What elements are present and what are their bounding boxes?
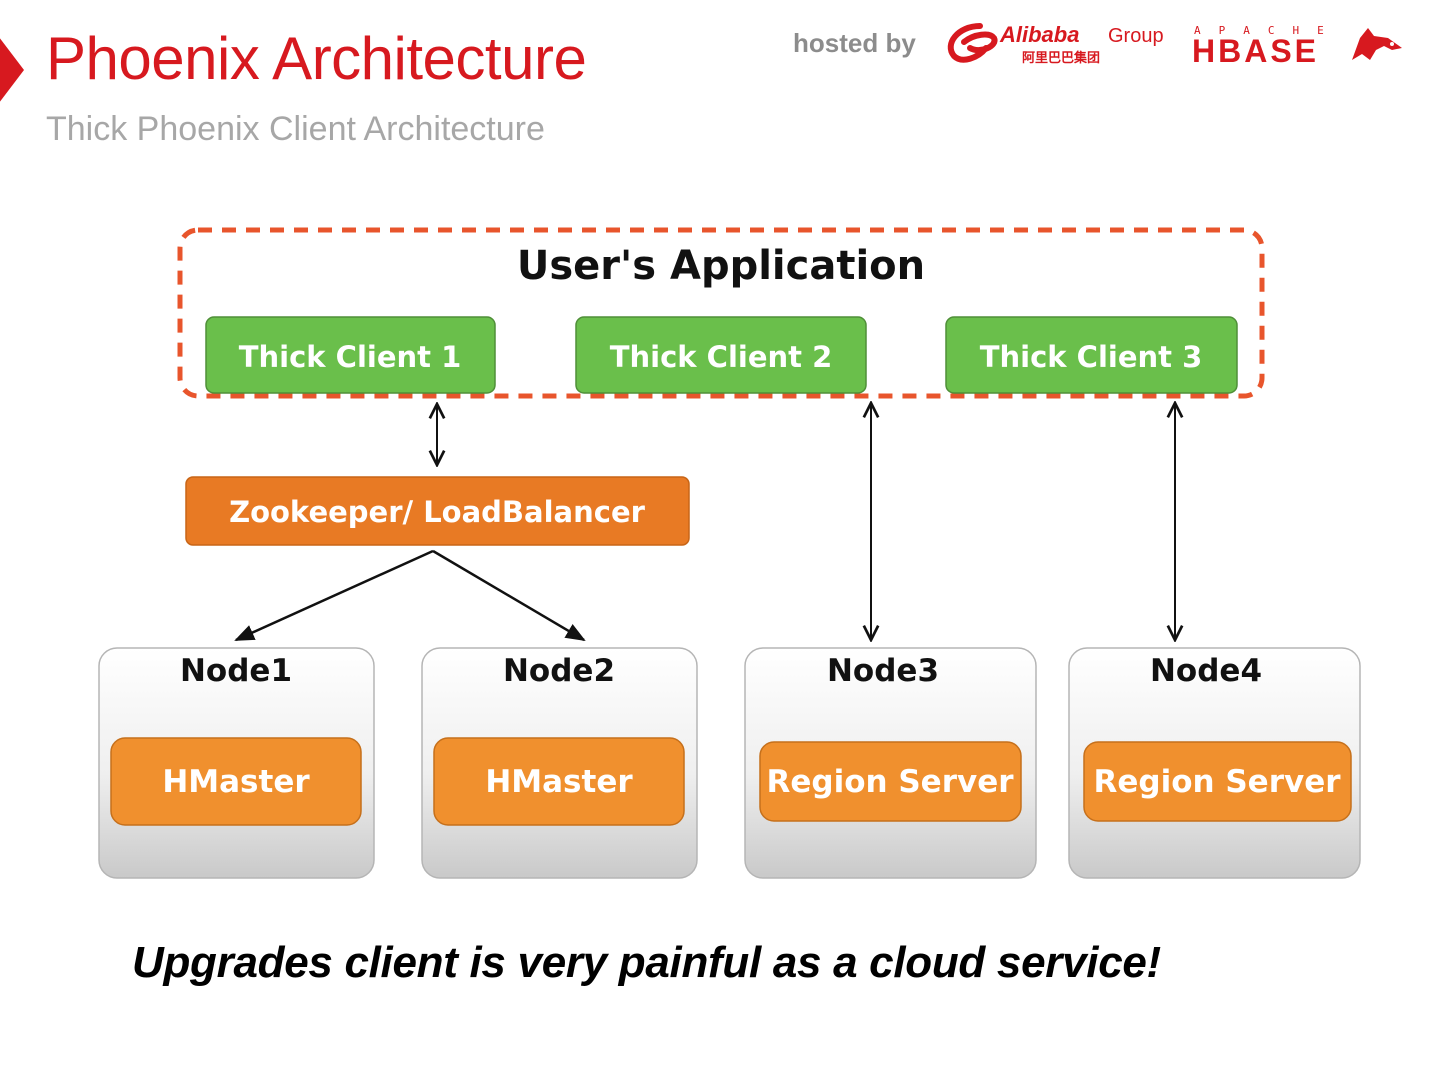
thick-client-3-label: Thick Client 3 [980,340,1203,374]
node-2-service-label: HMaster [485,764,633,800]
node-2-label: Node2 [503,653,615,689]
svg-text:阿里巴巴集团: 阿里巴巴集团 [1022,50,1100,66]
node-1-label: Node1 [180,653,292,689]
node-4-service-label: Region Server [1093,764,1341,800]
hosted-by-label: hosted by [793,28,916,58]
thick-client-2-label: Thick Client 2 [610,340,833,374]
thick-client-1 [205,316,496,394]
thick-client-3 [945,316,1238,394]
apache-hbase-logo: APACHE HBASE [1192,24,1402,68]
svg-text:Group: Group [1108,25,1164,47]
caption: Upgrades client is very painful as a clo… [132,938,1161,987]
page-title: Phoenix Architecture [46,25,587,92]
alibaba-group-logo: Alibaba Group 阿里巴巴集团 [947,22,1164,66]
page-subtitle: Thick Phoenix Client Architecture [46,110,545,148]
svg-text:APACHE: APACHE [1194,24,1342,37]
zookeeper-loadbalancer-box [185,476,690,546]
svg-text:Alibaba: Alibaba [999,22,1079,47]
node-1-service [110,737,362,826]
node-1-service-label: HMaster [162,764,310,800]
user-application-label: User's Application [517,243,925,289]
node-4-label: Node4 [1150,653,1262,689]
node-3-service-label: Region Server [766,764,1014,800]
node-2-service [433,737,685,826]
svg-text:HBASE: HBASE [1192,33,1319,68]
arrow-balancer-node1 [234,549,434,642]
node-3-label: Node3 [827,653,939,689]
node-3-service [759,741,1022,822]
node-4-service [1083,741,1352,822]
arrow-balancer-node2 [432,549,586,642]
title-accent [0,12,24,128]
thick-client-1-label: Thick Client 1 [239,340,462,374]
zookeeper-loadbalancer-label: Zookeeper/ LoadBalancer [229,495,646,529]
thick-client-2 [575,316,867,394]
user-application-boundary [177,227,1265,399]
